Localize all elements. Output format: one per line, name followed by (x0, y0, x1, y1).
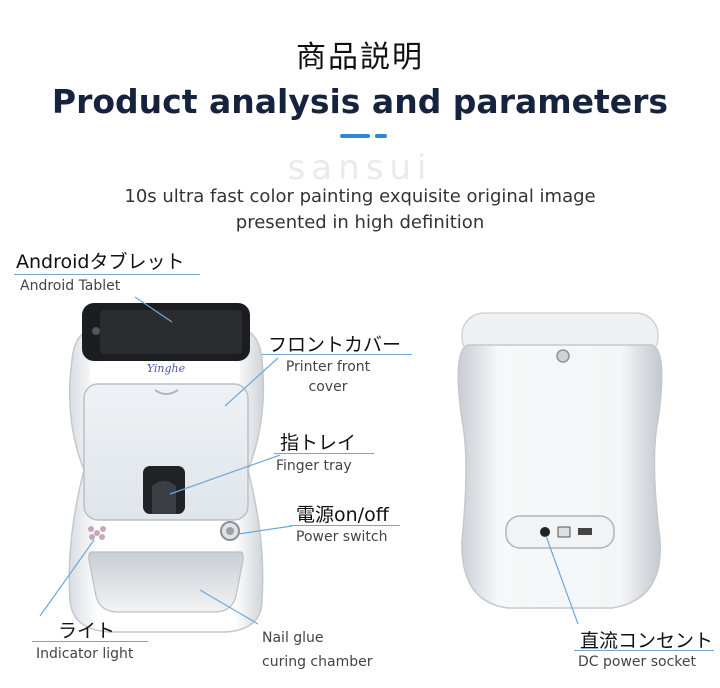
title-accent-bar (340, 134, 370, 138)
finger-rest (152, 481, 176, 514)
label-chamber-en: Nail glue curing chamber (262, 626, 372, 674)
label-light-en: Indicator light (36, 646, 134, 662)
brand-strip (90, 364, 240, 382)
front-device (68, 303, 265, 633)
title-accent-dot (375, 134, 387, 138)
label-dc-socket-en: DC power socket (578, 654, 696, 670)
label-front-cover-jp: フロントカバー (268, 334, 402, 356)
back-body-shell (457, 344, 663, 609)
label-finger-tray-underline (274, 453, 374, 454)
tablet-screen (100, 310, 242, 354)
usb-port-icon (557, 526, 571, 538)
subtitle: 10s ultra fast color painting exquisite … (0, 184, 720, 236)
device-brand-label: Yinghe (146, 362, 186, 375)
label-tablet-underline (14, 274, 200, 275)
label-light-jp: ライト (58, 620, 116, 642)
label-front-cover-en-line-1: Printer front (285, 359, 371, 375)
label-power-jp: 電源on/off (296, 504, 389, 526)
label-front-cover-underline (262, 354, 412, 355)
back-screw-icon (556, 349, 570, 363)
nail-curing-chamber (88, 551, 244, 613)
label-tablet-en: Android Tablet (20, 278, 121, 294)
callout-lines (39, 296, 579, 625)
tablet-camera-icon (92, 327, 100, 335)
label-power-underline (290, 525, 400, 526)
subtitle-line-1: 10s ultra fast color painting exquisite … (124, 186, 596, 207)
label-front-cover-en-line-2: cover (308, 379, 348, 395)
back-device (457, 312, 663, 609)
cover-handle (154, 389, 179, 395)
port-b-icon (578, 528, 592, 535)
label-front-cover-en: Printer front cover (270, 357, 386, 397)
page-title-en: Product analysis and parameters (51, 82, 669, 121)
label-light-underline (32, 641, 148, 642)
power-switch-center (226, 527, 234, 535)
indicator-light-icon (88, 526, 106, 540)
subtitle-line-2: presented in high definition (235, 212, 485, 233)
page-title-jp: 商品説明 (296, 40, 424, 75)
label-tablet-jp: Androidタブレット (16, 251, 185, 273)
label-power-en: Power switch (296, 529, 388, 545)
label-dc-socket-underline (574, 650, 714, 651)
label-chamber-en-line-2: curing chamber (262, 654, 373, 670)
label-dc-socket-jp: 直流コンセント (580, 630, 714, 652)
label-finger-tray-jp: 指トレイ (280, 432, 357, 454)
watermark: sansui (287, 148, 433, 188)
label-finger-tray-en: Finger tray (276, 458, 352, 474)
label-chamber-en-line-1: Nail glue (262, 630, 324, 646)
printer-front-cover (83, 383, 249, 521)
dc-socket-icon (540, 527, 550, 537)
